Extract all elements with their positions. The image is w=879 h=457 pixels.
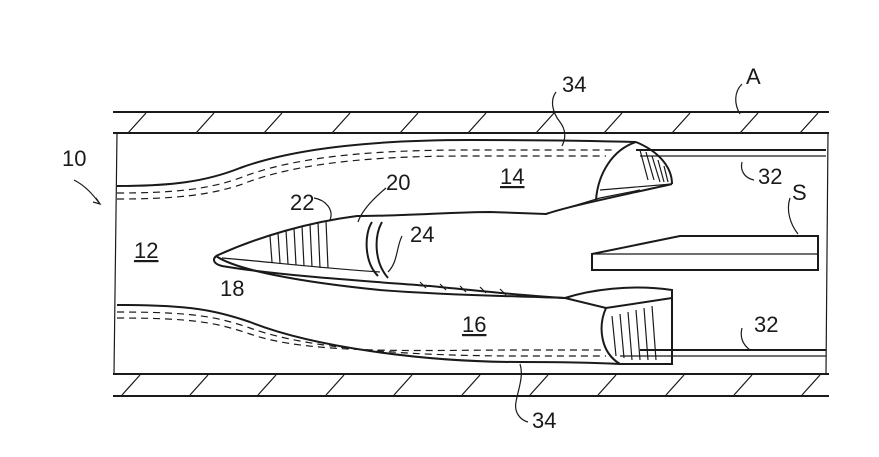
vessel-wall-bottom (113, 374, 829, 396)
vessel-right-edge (826, 133, 828, 374)
vessel-wall-top (113, 112, 829, 133)
label-slit: 20 (386, 170, 410, 195)
label-tip: 18 (220, 276, 244, 301)
label-lumen: 12 (134, 238, 158, 263)
sheath (592, 236, 818, 270)
label-sheath: S (792, 180, 807, 205)
leader-lines (74, 84, 798, 422)
label-upper-wing: 14 (500, 164, 524, 189)
vessel-left-edge (114, 133, 117, 374)
lower-wing (117, 256, 672, 364)
label-edge: 22 (290, 190, 314, 215)
label-band: 24 (410, 222, 434, 247)
label-lower-wing: 16 (462, 312, 486, 337)
label-wire-lower: 32 (754, 312, 778, 337)
label-vessel: A (746, 64, 761, 89)
guide-wire-upper (636, 150, 826, 156)
label-marker-upper: 34 (562, 72, 586, 97)
label-marker-lower: 34 (532, 408, 556, 433)
label-device: 10 (62, 146, 86, 171)
guide-wire-lower (620, 350, 826, 356)
slit-body (214, 216, 565, 298)
label-wire-upper: 32 (758, 164, 782, 189)
